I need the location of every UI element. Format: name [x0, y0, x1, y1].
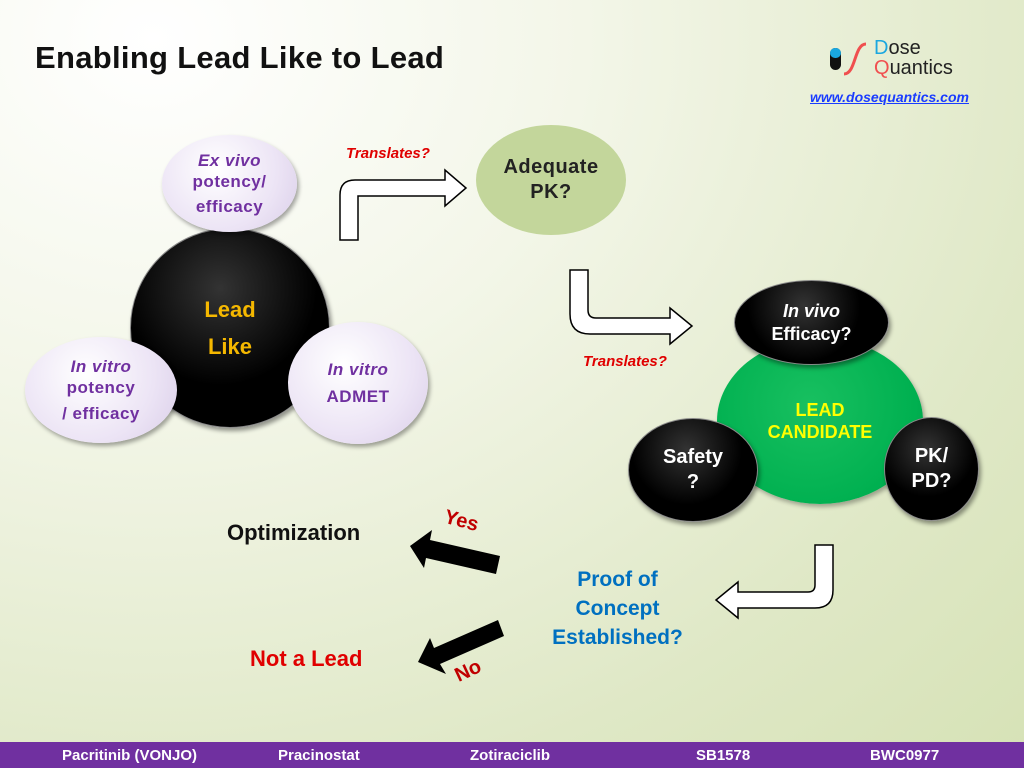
pk-line: Adequate	[503, 156, 599, 178]
candidate-line: LEAD	[795, 399, 845, 420]
bubble-text: potency/	[192, 171, 267, 191]
bubble-italic: In vitro	[70, 357, 132, 377]
in-vitro-admet-bubble: In vitro ADMET	[288, 322, 428, 444]
flow-arrows	[339, 168, 834, 674]
bubble-text: PK/	[914, 445, 949, 467]
bubble-text: efficacy	[195, 197, 264, 217]
no-arrow	[418, 620, 504, 674]
page-title: Enabling Lead Like to Lead	[35, 40, 445, 75]
website-link[interactable]: www.dosequantics.com	[810, 89, 969, 105]
bubble-italic: In vitro	[327, 359, 389, 379]
yes-arrow	[410, 530, 500, 574]
poc-line: Proof of	[577, 568, 658, 591]
footer-item: SB1578	[696, 747, 751, 764]
in-vivo-efficacy-bubble: In vivo Efficacy?	[734, 280, 889, 365]
in-vitro-potency-bubble: In vitro potency / efficacy	[25, 337, 177, 443]
candidate-line: CANDIDATE	[767, 422, 873, 442]
bubble-italic: In vivo	[782, 301, 840, 321]
lead-like-line: Like	[207, 334, 253, 359]
bubble-text: Efficacy?	[771, 323, 852, 344]
bubble-italic: Ex vivo	[197, 150, 262, 170]
footer-item: BWC0977	[870, 747, 940, 764]
dosequantics-logo: Dose Quantics	[828, 38, 978, 80]
safety-bubble: Safety ?	[628, 418, 758, 522]
logo-initial-q: Q	[874, 57, 890, 79]
adequate-pk-bubble: Adequate PK?	[476, 125, 626, 235]
bubble-text: ADMET	[326, 387, 390, 406]
pkpd-bubble: PK/ PD?	[884, 417, 979, 521]
bubble-text: Safety	[662, 446, 724, 468]
footer-item: Pracinostat	[278, 747, 360, 764]
optimization-label: Optimization	[227, 520, 361, 545]
bent-arrow-to-pk	[339, 168, 468, 241]
bubble-text: PD?	[911, 470, 952, 492]
bubble-text: / efficacy	[62, 403, 140, 423]
ex-vivo-bubble: Ex vivo potency/ efficacy	[162, 135, 297, 232]
poc-line: Concept	[575, 597, 660, 620]
footer-bar: Pacritinib (VONJO) Pracinostat Zotiracic…	[0, 742, 1024, 768]
bubble-text: potency	[66, 378, 136, 398]
translates-label: Translates?	[346, 145, 430, 162]
lead-like-line: Lead	[204, 296, 256, 322]
footer-item: Zotiraciclib	[470, 747, 551, 764]
bent-arrow-to-candidate	[569, 269, 694, 346]
translates-label: Translates?	[583, 353, 667, 370]
pk-line: PK?	[530, 181, 572, 203]
logo-icon	[830, 42, 867, 76]
logo-text: ose	[888, 37, 921, 59]
proof-of-concept-text: Proof of Concept Established?	[530, 565, 705, 652]
logo-text: uantics	[889, 57, 953, 79]
bent-arrow-to-poc	[714, 544, 834, 620]
bubble-text: ?	[686, 471, 700, 493]
not-a-lead-label: Not a Lead	[250, 646, 363, 671]
logo-initial-d: D	[874, 37, 889, 59]
poc-line: Established?	[552, 626, 683, 649]
footer-item: Pacritinib (VONJO)	[62, 747, 198, 764]
